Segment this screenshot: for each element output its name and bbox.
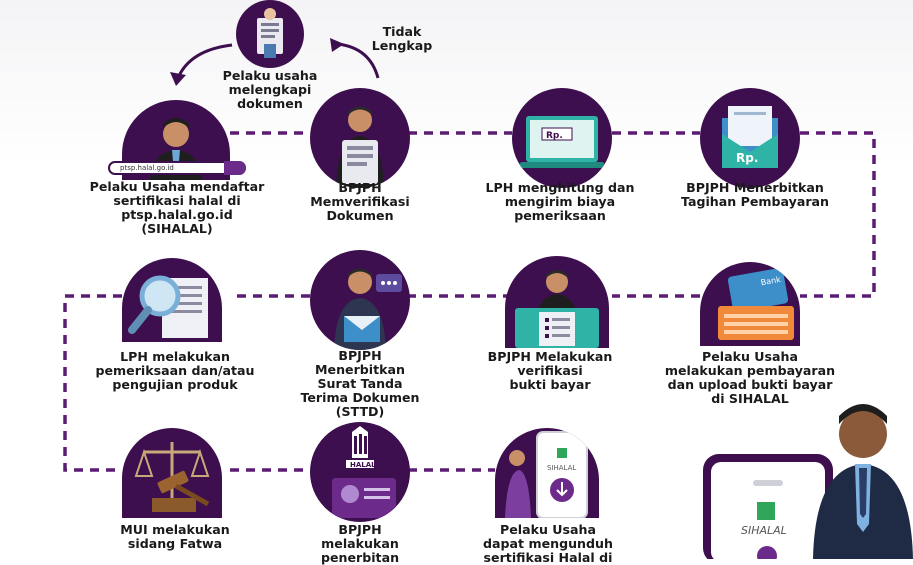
sihalal-phone-mascot: SIHALAL [703,404,913,559]
step-fatwa [122,428,222,518]
step-issue-invoice: Rp. [700,88,800,188]
label-register: Pelaku Usaha mendaftar sertifikasi halal… [89,179,265,236]
label-calculate-cost: LPH menghitung dan mengirim biaya pemeri… [485,180,635,223]
envelope-bill-icon: Rp. [722,106,778,168]
phone-download-icon: SIHALAL [505,431,588,518]
sihalal-logo-icon [757,502,775,520]
magnifier-icon [128,275,208,338]
laptop-invoice-icon: Rp. [520,116,604,168]
url-text: ptsp.halal.go.id [120,164,174,172]
checklist-icon [515,270,599,348]
halal-logo-text: HALAL [350,461,376,469]
step-complete-documents [236,0,304,68]
step-examination [122,258,222,342]
label-verify-documents: BPJPH Memverifikasi Dokumen [310,180,410,223]
url-search-bar: ptsp.halal.go.id [108,161,246,175]
label-fatwa: MUI melakukan sidang Fatwa [120,522,230,551]
step-payment-upload: Bank [700,262,800,346]
big-phone-text: SIHALAL [741,524,787,537]
label-examination: LPH melakukan pemeriksaan dan/atau pengu… [95,349,255,392]
label-complete-documents: Pelaku usaha melengkapi dokumen [222,68,318,111]
card-payment-icon: Bank [718,268,794,340]
document-person-icon [257,8,283,58]
label-issue-sttd: BPJPH Menerbitkan Surat Tanda Terima Dok… [300,348,420,419]
step-issue-sttd [310,250,410,350]
svg-text:Rp.: Rp. [736,151,758,165]
document-verify-icon [336,106,384,188]
halal-certificate-icon: HALAL [332,426,396,518]
step-calculate-cost: Rp. [512,88,612,188]
phone-logo-text: SIHALAL [547,464,576,472]
step-verify-payment [505,256,609,348]
label-issue-invoice: BPJPH Menerbitkan Tagihan Pembayaran [680,180,829,209]
step-issuance: HALAL [310,422,410,522]
letter-icon [334,268,402,350]
label-tidak-lengkap: Tidak Lengkap [371,24,433,53]
step-download: SIHALAL [495,428,599,518]
step-verify-documents [310,88,410,188]
svg-text:Rp.: Rp. [546,131,563,141]
search-icon [224,161,246,175]
gavel-icon [134,442,210,512]
svg-text:Bank: Bank [760,275,782,287]
label-verify-payment: BPJPH Melakukan verifikasi bukti bayar [487,349,613,392]
label-payment-upload: Pelaku Usaha melakukan pembayaran dan up… [664,349,836,406]
